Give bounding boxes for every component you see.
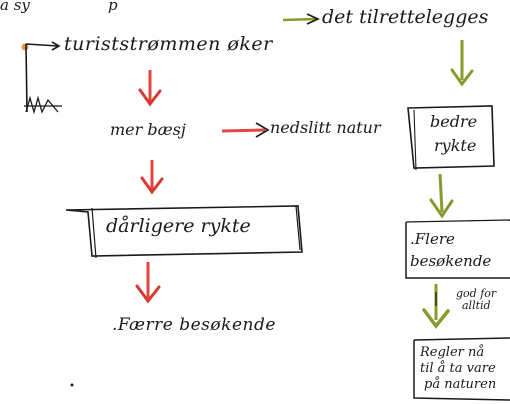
arrow-darligere-to-farre-head [135, 284, 161, 304]
top-left-fragment: a sy [0, 0, 30, 14]
node-flere-line1: .Flere [410, 230, 455, 248]
node-tilrettelegges: det tilrettelegges [322, 6, 489, 28]
darligere-box-inner [91, 207, 97, 259]
side-note-line2: alltid [462, 299, 491, 312]
left-scribble [25, 95, 59, 115]
side-note-line1: god for [456, 287, 497, 300]
node-bedre-rykte-line2: rykte [434, 136, 477, 155]
arrow-bedre-to-flere-head [429, 198, 454, 219]
node-regler-line2: til å ta vare [420, 361, 496, 376]
flere-box-top [405, 219, 510, 223]
arrow-tilrettelegges-to-bedre-head [450, 68, 474, 87]
node-mer-basj: mer bæsj [110, 120, 186, 139]
left-bracket-line [25, 43, 28, 113]
node-nedslitt: nedslitt natur [270, 118, 381, 137]
arrow-bedre-to-flere [438, 173, 444, 213]
node-tourist: turiststrømmen øker [64, 33, 273, 55]
bedre-rykte-box-inner [413, 109, 417, 171]
top-left-fragment-2: p [108, 0, 118, 14]
darligere-box [65, 205, 303, 257]
arrow-tourist-to-tilrettelegges [282, 17, 317, 22]
bracket-arrow-head [51, 41, 61, 51]
flere-box [405, 222, 510, 279]
arrow-tourist-to-tilrettelegges-head [306, 13, 320, 25]
node-darligere: dårligere rykte [106, 215, 251, 237]
stray-dot [70, 383, 74, 387]
node-regler-line3: på naturen [424, 377, 497, 392]
node-flere-line2: besøkende [410, 252, 492, 270]
arrow-merbasj-to-nedslitt [221, 128, 266, 133]
node-bedre-rykte-line1: bedre [430, 112, 478, 131]
bracket-to-tourist-arrow [25, 43, 59, 47]
arrow-flere-to-regler-head [422, 308, 450, 329]
arrow-merbasj-to-darligere-head [140, 176, 164, 195]
arrow-tourist-to-merbasj-head [138, 88, 162, 107]
regler-box [413, 337, 510, 401]
node-regler-line1: Regler nå [420, 345, 485, 360]
node-farre: .Færre besøkende [112, 315, 276, 335]
bedre-rykte-box [407, 105, 495, 169]
darligere-box-inner-right [295, 205, 301, 251]
arrow-merbasj-to-nedslitt-head [255, 122, 270, 138]
